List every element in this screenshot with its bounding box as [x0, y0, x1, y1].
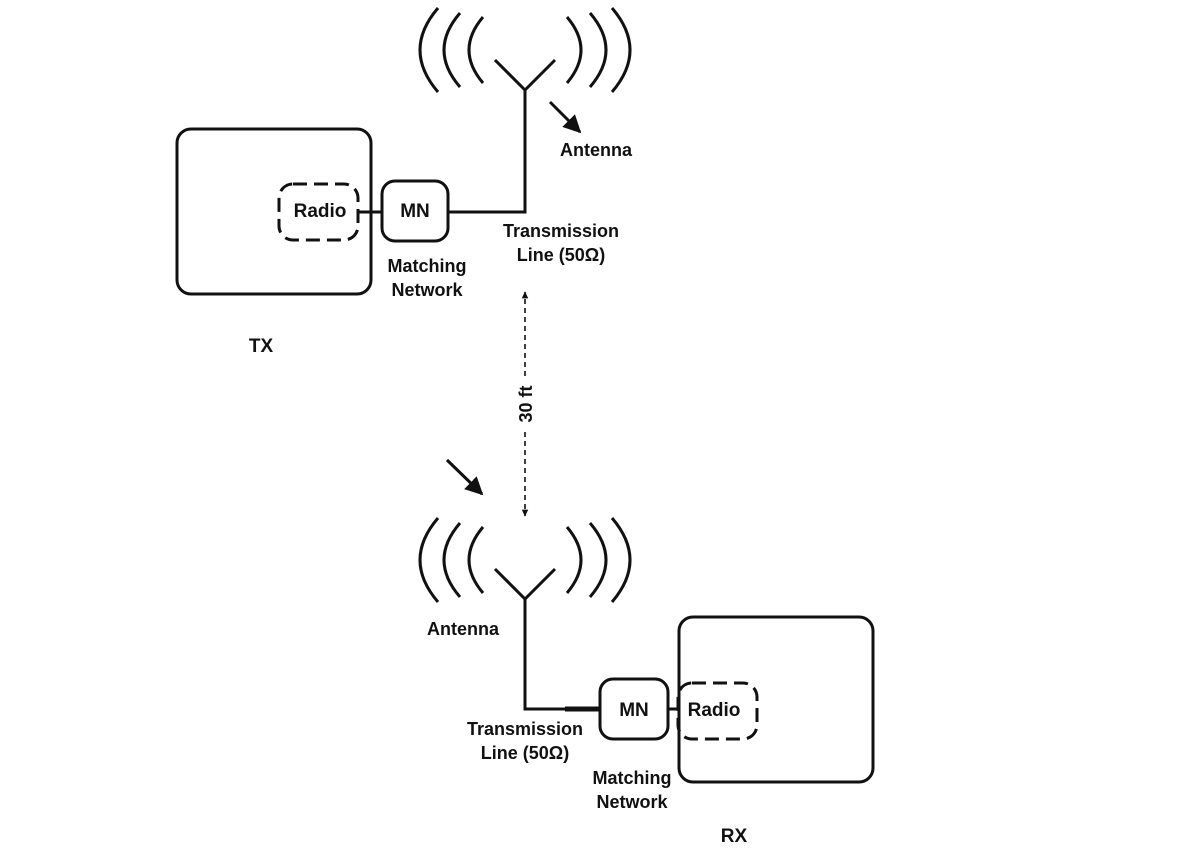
tx-matching-network-label-line2: Network	[391, 280, 463, 300]
rx-transmission-line-label-line2: Line (50Ω)	[481, 743, 569, 763]
tx-wave-left-outer	[418, 7, 440, 93]
tx-antenna-pointer-arrow	[548, 100, 582, 134]
tx-wave-right-middle	[588, 12, 608, 88]
tx-matching-network-label-line1: Matching	[388, 256, 467, 276]
rx-wave-right-outer	[610, 517, 632, 603]
rx-antenna-label: Antenna	[427, 619, 500, 639]
tx-wave-left-middle	[442, 12, 462, 88]
distance-label: 30 ft	[516, 385, 536, 422]
rx-wave-right-inner	[565, 526, 583, 594]
tx-transmission-line-label-line1: Transmission	[503, 221, 619, 241]
tx-wave-left-inner	[467, 16, 485, 84]
distance-indicator: 30 ft	[516, 291, 536, 517]
tx-mn-label: MN	[400, 201, 430, 222]
tx-group: Radio MN Matching Network Transmission L…	[175, 7, 633, 357]
rx-antenna-pointer-arrow	[445, 458, 484, 496]
tx-antenna-element	[493, 58, 557, 93]
rx-radio-label: Radio	[688, 700, 741, 721]
tx-wave-right-outer	[610, 7, 632, 93]
rx-wave-right-middle	[588, 522, 608, 598]
rx-group: Antenna Transmission Line (50Ω) MN Radio…	[418, 458, 875, 847]
tx-transmission-line	[448, 90, 527, 214]
tx-antenna-label: Antenna	[560, 140, 633, 160]
rx-transmission-line	[523, 599, 600, 711]
rx-wave-left-inner	[467, 526, 485, 594]
tx-wave-right-inner	[565, 16, 583, 84]
tx-radio-label: Radio	[294, 201, 347, 222]
rx-antenna-element	[493, 567, 557, 602]
tx-label: TX	[249, 336, 274, 357]
rx-wave-left-middle	[442, 522, 462, 598]
tx-transmission-line-label-line2: Line (50Ω)	[517, 245, 605, 265]
tx-antenna	[418, 7, 632, 93]
rx-transmission-line-label-line1: Transmission	[467, 719, 583, 739]
rx-matching-network-label-line1: Matching	[593, 768, 672, 788]
rx-matching-network-label-line2: Network	[596, 792, 668, 812]
rx-wave-left-outer	[418, 517, 440, 603]
rx-label: RX	[721, 826, 748, 847]
rx-mn-label: MN	[619, 700, 649, 721]
rx-radio-block	[676, 681, 759, 741]
rx-antenna	[418, 517, 632, 603]
